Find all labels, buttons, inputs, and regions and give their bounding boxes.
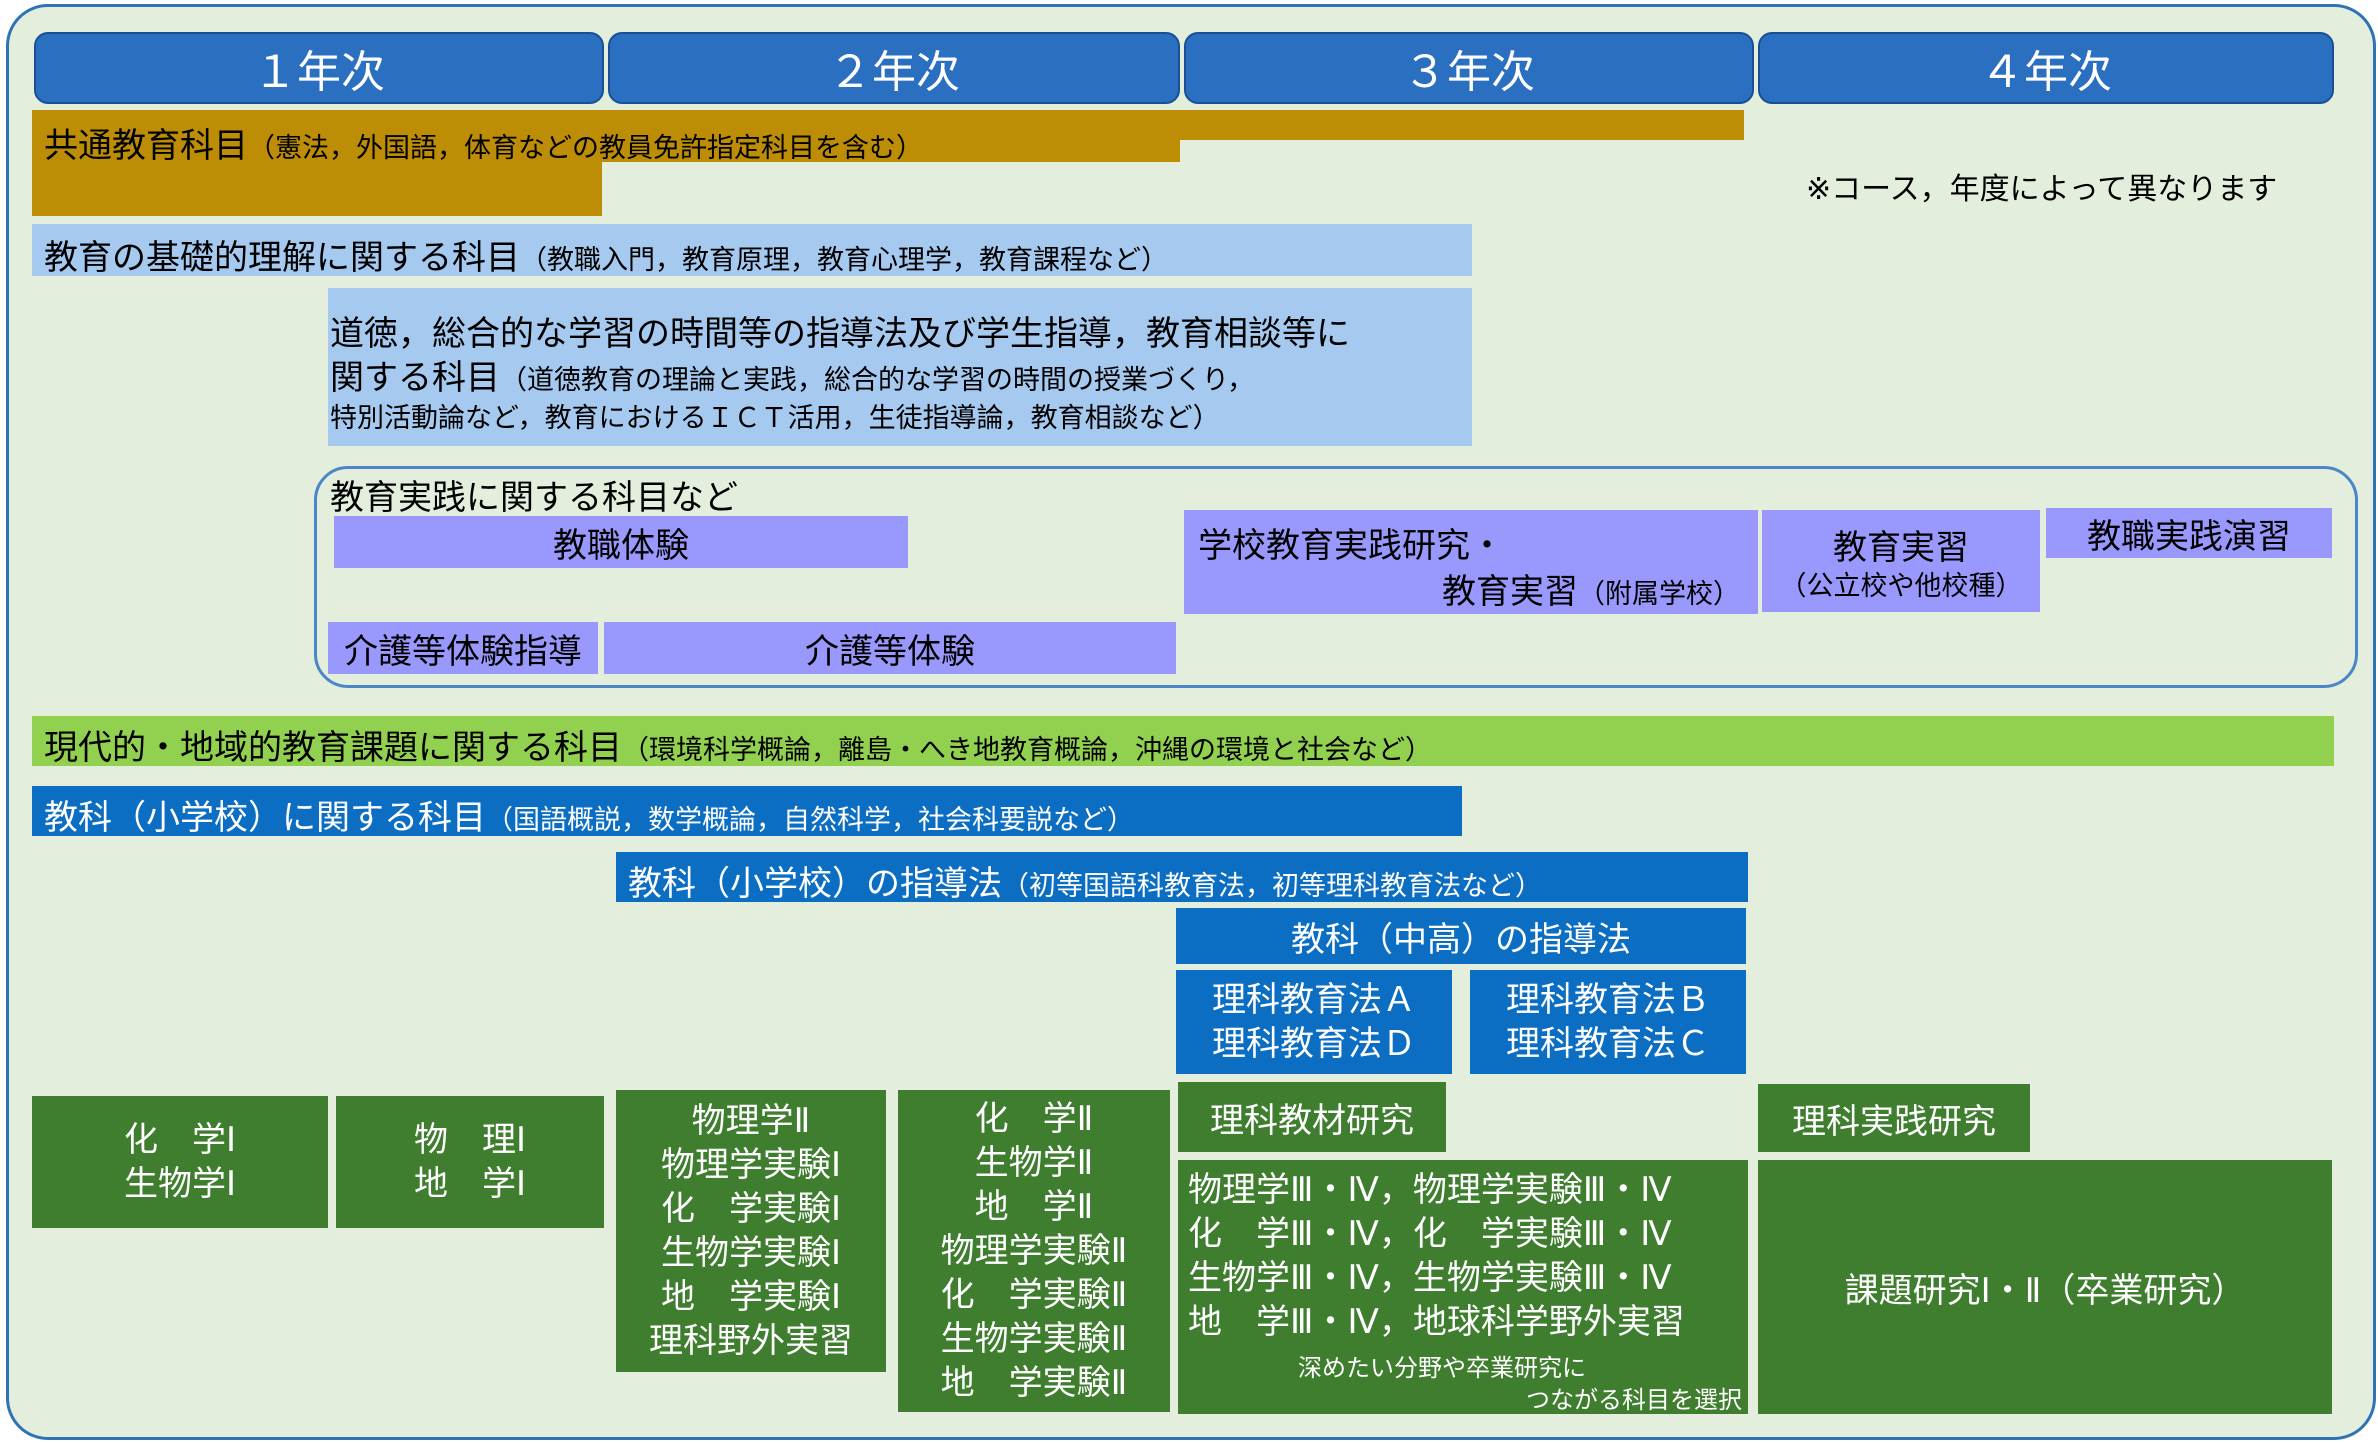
year-4-header: ４年次 — [1758, 32, 2334, 104]
sci-b: 理科教育法Ｂ — [1506, 980, 1710, 1020]
common-bar-top — [32, 110, 1180, 162]
green3-item-3: 生物学実験Ⅰ — [660, 1233, 842, 1273]
sci-ad-box: 理科教育法Ａ 理科教育法Ｄ — [1176, 970, 1452, 1074]
common-detail: （憲法，外国語，体育などの教員免許指定科目を含む） — [248, 133, 923, 164]
kyoiku-jisshu-title: 教育実習 — [1833, 528, 1969, 568]
practice-group — [314, 466, 2358, 688]
common-bar-bottom — [32, 160, 602, 216]
green5-note-1: 深めたい分野や卒業研究に — [1298, 1354, 1586, 1382]
green5-note-2: つながる科目を選択 — [1526, 1386, 1742, 1414]
green5-item-3: 地 学Ⅲ・Ⅳ，地球科学野外実習 — [1188, 1302, 1685, 1342]
green3-item-0: 物理学Ⅱ — [691, 1101, 811, 1141]
moral-line3: 特別活動論など，教育におけるＩＣＴ活用，生徒指導論，教育相談など） — [330, 403, 1220, 434]
practice-research-box: 理科実践研究 — [1756, 1082, 2032, 1154]
year-3-header: ３年次 — [1184, 32, 1754, 104]
sci-bc-box: 理科教育法Ｂ 理科教育法Ｃ — [1470, 970, 1746, 1074]
practice-title: 教育実践に関する科目など — [330, 478, 738, 518]
green2-item-0: 物 理Ⅰ — [413, 1120, 527, 1160]
basics-label: 教育の基礎的理解に関する科目（教職入門，教育原理，教育心理学，教育課程など） — [44, 230, 1168, 279]
subject-es-title: 教科（小学校）に関する科目 — [44, 798, 486, 838]
modern-title: 現代的・地域的教育課題に関する科目 — [44, 728, 622, 768]
green3-item-4: 地 学実験Ⅰ — [660, 1277, 842, 1317]
year-2-header: ２年次 — [608, 32, 1180, 104]
moral-line2-title: 関する科目 — [330, 358, 500, 398]
green5-item-1: 化 学Ⅲ・Ⅳ，化 学実験Ⅲ・Ⅳ — [1188, 1214, 1672, 1254]
gakko-line2: 教育実習（附属学校） — [1442, 564, 1740, 613]
moral-line2-detail: （道徳教育の理論と実践，総合的な学習の時間の授業づくり， — [500, 365, 1255, 396]
green1-item-0: 化 学Ⅰ — [123, 1120, 237, 1160]
common-label: 共通教育科目（憲法，外国語，体育などの教員免許指定科目を含む） — [44, 118, 923, 167]
moral-line2: 関する科目（道徳教育の理論と実践，総合的な学習の時間の授業づくり， — [330, 350, 1254, 399]
method-jh-box: 教科（中高）の指導法 — [1176, 908, 1746, 964]
green-box-1: 化 学Ⅰ 生物学Ⅰ — [30, 1094, 330, 1230]
sci-c: 理科教育法Ｃ — [1506, 1024, 1710, 1064]
gakko-line1: 学校教育実践研究・ — [1198, 526, 1504, 566]
kyoshoku-taiken-box: 教職体験 — [334, 516, 908, 568]
green1-item-1: 生物学Ⅰ — [123, 1164, 237, 1204]
kaigo-taiken-box: 介護等体験 — [604, 622, 1176, 674]
basics-detail: （教職入門，教育原理，教育心理学，教育課程など） — [520, 245, 1168, 276]
green3-item-5: 理科野外実習 — [649, 1321, 853, 1361]
subject-es-label: 教科（小学校）に関する科目（国語概説，数学概論，自然科学，社会科要説など） — [44, 790, 1134, 839]
materials-box: 理科教材研究 — [1176, 1080, 1448, 1154]
gakko-jissen-box: 学校教育実践研究・ 教育実習（附属学校） — [1184, 510, 1758, 614]
method-es-title: 教科（小学校）の指導法 — [628, 864, 1002, 904]
method-es-label: 教科（小学校）の指導法（初等国語科教育法，初等理科教育法など） — [628, 856, 1542, 905]
green3-item-1: 物理学実験Ⅰ — [660, 1145, 842, 1185]
method-es-box — [616, 852, 1748, 902]
green5-item-0: 物理学Ⅲ・Ⅳ，物理学実験Ⅲ・Ⅳ — [1188, 1170, 1672, 1210]
sci-a: 理科教育法Ａ — [1212, 980, 1416, 1020]
modern-label: 現代的・地域的教育課題に関する科目（環境科学概論，離島・へき地教育概論，沖縄の環… — [44, 720, 1432, 769]
common-bar-extension — [1180, 110, 1744, 140]
note: ※コース，年度によって異なります — [1806, 172, 2278, 207]
moral-box — [328, 288, 1472, 446]
green4-item-1: 生物学Ⅱ — [974, 1143, 1094, 1183]
sci-d: 理科教育法Ｄ — [1212, 1024, 1416, 1064]
gakko-line2-title: 教育実習 — [1442, 572, 1578, 612]
kyoiku-jisshu-box: 教育実習 （公立校や他校種） — [1762, 510, 2040, 612]
moral-line1: 道徳，総合的な学習の時間等の指導法及び学生指導，教育相談等に — [330, 314, 1350, 354]
green4-item-2: 地 学Ⅱ — [974, 1187, 1094, 1227]
enshu-box: 教職実践演習 — [2046, 508, 2332, 558]
green2-item-1: 地 学Ⅰ — [413, 1164, 527, 1204]
method-es-detail: （初等国語科教育法，初等理科教育法など） — [1002, 871, 1542, 902]
green4-item-0: 化 学Ⅱ — [974, 1099, 1094, 1139]
green4-item-5: 生物学実験Ⅱ — [940, 1319, 1128, 1359]
modern-box — [32, 716, 2334, 766]
green-box-4: 化 学Ⅱ 生物学Ⅱ 地 学Ⅱ 物理学実験Ⅱ 化 学実験Ⅱ 生物学実験Ⅱ 地 学実… — [896, 1088, 1172, 1414]
kyoiku-jisshu-detail: （公立校や他校種） — [1779, 571, 2023, 602]
green-box-3: 物理学Ⅱ 物理学実験Ⅰ 化 学実験Ⅰ 生物学実験Ⅰ 地 学実験Ⅰ 理科野外実習 — [614, 1088, 888, 1374]
subject-es-box — [32, 786, 1462, 836]
kaigo-shido-box: 介護等体験指導 — [328, 622, 598, 674]
green4-item-4: 化 学実験Ⅱ — [940, 1275, 1128, 1315]
green4-item-6: 地 学実験Ⅱ — [940, 1363, 1128, 1403]
green5-item-2: 生物学Ⅲ・Ⅳ，生物学実験Ⅲ・Ⅳ — [1188, 1258, 1672, 1298]
green3-item-2: 化 学実験Ⅰ — [660, 1189, 842, 1229]
subject-es-detail: （国語概説，数学概論，自然科学，社会科要説など） — [486, 805, 1134, 836]
basics-box — [32, 224, 1472, 276]
green4-item-3: 物理学実験Ⅱ — [940, 1231, 1128, 1271]
green5-list: 物理学Ⅲ・Ⅳ，物理学実験Ⅲ・Ⅳ 化 学Ⅲ・Ⅳ，化 学実験Ⅲ・Ⅳ 生物学Ⅲ・Ⅳ，生… — [1188, 1168, 1685, 1344]
green-box-2: 物 理Ⅰ 地 学Ⅰ — [334, 1094, 606, 1230]
thesis-box: 課題研究Ⅰ・Ⅱ（卒業研究） — [1756, 1158, 2334, 1416]
gakko-line2-detail: （附属学校） — [1578, 579, 1740, 610]
modern-detail: （環境科学概論，離島・へき地教育概論，沖縄の環境と社会など） — [622, 735, 1432, 766]
green-box-5: 物理学Ⅲ・Ⅳ，物理学実験Ⅲ・Ⅳ 化 学Ⅲ・Ⅳ，化 学実験Ⅲ・Ⅳ 生物学Ⅲ・Ⅳ，生… — [1176, 1158, 1750, 1416]
year-1-header: １年次 — [34, 32, 604, 104]
basics-title: 教育の基礎的理解に関する科目 — [44, 238, 520, 278]
common-title: 共通教育科目 — [44, 126, 248, 166]
